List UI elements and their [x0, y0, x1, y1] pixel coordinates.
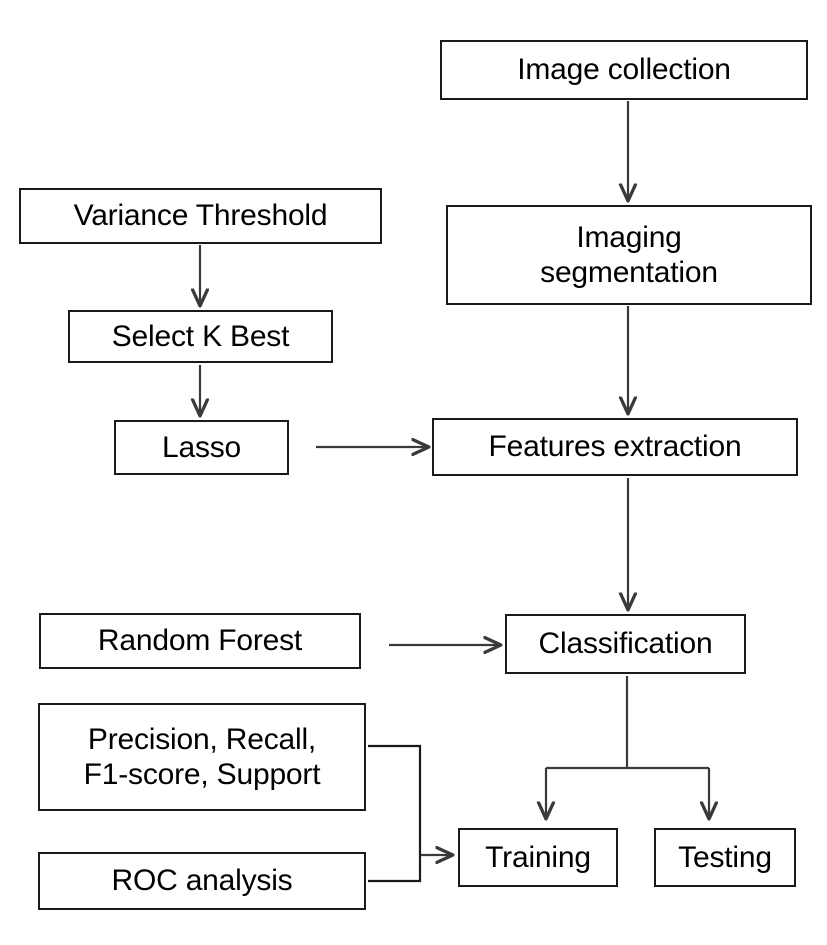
node-testing[interactable]: Testing [654, 828, 796, 887]
node-label: Lasso [161, 430, 242, 464]
node-label: Precision, Recall, F1-score, Support [83, 722, 321, 791]
node-random-forest[interactable]: Random Forest [39, 613, 361, 669]
node-label: Training [485, 840, 591, 874]
node-label: Select K Best [111, 319, 290, 353]
node-features-extraction[interactable]: Features extraction [432, 418, 798, 476]
node-label: Classification [538, 627, 713, 661]
node-image-collection[interactable]: Image collection [440, 40, 808, 100]
node-training[interactable]: Training [458, 828, 618, 887]
node-classification[interactable]: Classification [505, 614, 746, 674]
node-label: Imaging segmentation [540, 220, 718, 289]
node-label: ROC analysis [111, 864, 293, 898]
node-label: Testing [678, 840, 772, 874]
edge-metrics-bracket-to-training [368, 744, 452, 883]
edge-classification-split-to-training [546, 676, 709, 818]
node-imaging-segmentation[interactable]: Imaging segmentation [446, 205, 812, 305]
node-roc-analysis[interactable]: ROC analysis [38, 852, 366, 910]
node-label: Image collection [517, 53, 731, 87]
node-label: Features extraction [488, 430, 742, 464]
node-label: Random Forest [97, 624, 303, 658]
node-label: Variance Threshold [73, 199, 328, 233]
node-select-k-best[interactable]: Select K Best [68, 310, 333, 363]
node-variance-threshold[interactable]: Variance Threshold [19, 188, 382, 244]
node-metrics[interactable]: Precision, Recall, F1-score, Support [38, 703, 366, 811]
node-lasso[interactable]: Lasso [114, 420, 289, 475]
